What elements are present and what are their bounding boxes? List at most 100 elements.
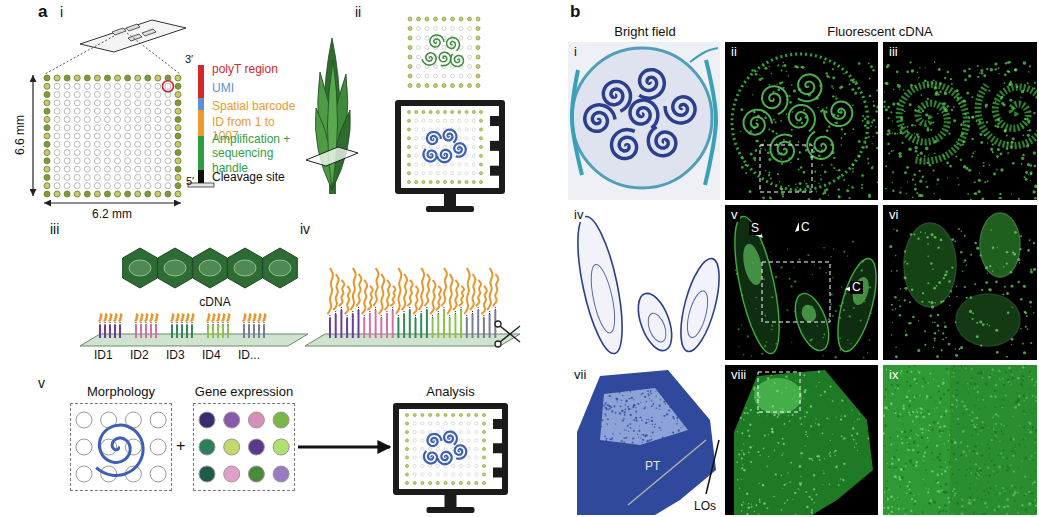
micrograph xyxy=(644,396,646,398)
section-on-array xyxy=(468,55,472,59)
released-strands xyxy=(340,310,342,338)
micrograph xyxy=(632,442,634,444)
micrograph xyxy=(605,407,607,409)
micrograph xyxy=(648,419,650,421)
micrograph xyxy=(790,162,791,163)
micrograph xyxy=(759,499,761,501)
micrograph xyxy=(892,171,894,173)
micrograph xyxy=(804,180,805,181)
micrograph xyxy=(743,119,744,120)
dimension-arrow xyxy=(44,202,181,203)
spot-array xyxy=(155,174,161,180)
micrograph xyxy=(993,173,996,176)
micrograph xyxy=(841,128,843,130)
micrograph xyxy=(1006,262,1008,264)
micrograph xyxy=(1003,82,1005,84)
micrograph xyxy=(909,301,911,303)
micrograph xyxy=(830,264,831,265)
micrograph xyxy=(948,133,950,135)
micrograph xyxy=(938,330,940,332)
micrograph xyxy=(769,197,772,200)
micrograph xyxy=(833,96,834,97)
spot-array xyxy=(74,174,80,180)
micrograph xyxy=(955,156,957,158)
micrograph xyxy=(798,488,800,490)
micrograph xyxy=(1030,171,1033,174)
micrograph xyxy=(917,154,919,156)
released-strands xyxy=(476,280,481,306)
micrograph xyxy=(633,419,635,421)
released-strands xyxy=(387,310,388,314)
micrograph xyxy=(789,481,791,483)
micrograph xyxy=(872,166,873,167)
micrograph xyxy=(791,414,793,416)
cdna-strands xyxy=(171,314,174,321)
computer-monitor xyxy=(475,481,478,484)
cdna-strands xyxy=(258,325,260,338)
computer-monitor xyxy=(472,110,475,113)
micrograph xyxy=(843,179,845,181)
micrograph xyxy=(1026,145,1029,148)
micrograph xyxy=(631,397,633,399)
micrograph xyxy=(939,199,941,200)
micrograph xyxy=(851,410,852,411)
micrograph xyxy=(947,177,948,178)
micrograph xyxy=(892,132,894,134)
computer-monitor xyxy=(467,447,470,450)
spot-array xyxy=(74,141,80,147)
cdna-strands xyxy=(145,314,148,321)
computer-monitor xyxy=(443,145,446,148)
micrograph xyxy=(1006,356,1008,358)
micrograph xyxy=(852,168,854,170)
computer-monitor xyxy=(479,119,482,122)
micrograph xyxy=(948,343,951,346)
micrograph xyxy=(630,423,632,425)
micrograph xyxy=(849,84,851,86)
micrograph xyxy=(981,198,984,200)
micrograph xyxy=(645,311,670,344)
micrograph xyxy=(676,423,678,425)
micrograph xyxy=(776,390,778,392)
micrograph xyxy=(990,68,994,72)
computer-monitor xyxy=(407,110,410,113)
micrograph xyxy=(743,354,745,356)
micrograph xyxy=(918,194,921,197)
micrograph xyxy=(1010,81,1012,83)
micrograph xyxy=(651,405,653,407)
capture-slide xyxy=(305,334,520,346)
micrograph xyxy=(949,296,950,297)
spot-array xyxy=(155,116,161,122)
computer-monitor xyxy=(454,143,466,157)
released-strands xyxy=(385,280,390,310)
micrograph xyxy=(1018,198,1020,200)
micrograph xyxy=(980,69,983,72)
cdna-strands xyxy=(227,325,229,338)
released-strands xyxy=(381,314,382,318)
micrograph xyxy=(632,289,679,355)
micrograph xyxy=(636,420,638,422)
micrograph xyxy=(988,288,990,290)
micrograph xyxy=(904,261,905,262)
micrograph xyxy=(885,82,888,85)
micrograph xyxy=(786,71,787,72)
micrograph xyxy=(988,90,990,92)
micrograph xyxy=(849,197,851,199)
micrograph xyxy=(644,407,646,409)
micrograph xyxy=(782,438,784,440)
computer-monitor xyxy=(479,110,482,113)
micrograph xyxy=(770,135,794,162)
released-strands xyxy=(379,274,384,314)
released-strands xyxy=(339,280,344,306)
micrograph xyxy=(641,419,642,420)
micrograph xyxy=(782,65,784,67)
micrograph xyxy=(811,511,813,513)
micrograph xyxy=(829,310,830,311)
micrograph xyxy=(1030,269,1032,271)
section-on-array xyxy=(425,36,429,40)
computer-monitor xyxy=(405,422,408,425)
computer-monitor xyxy=(436,119,439,122)
micrograph xyxy=(858,155,861,158)
computer-monitor xyxy=(472,172,475,175)
computer-monitor xyxy=(426,206,474,212)
